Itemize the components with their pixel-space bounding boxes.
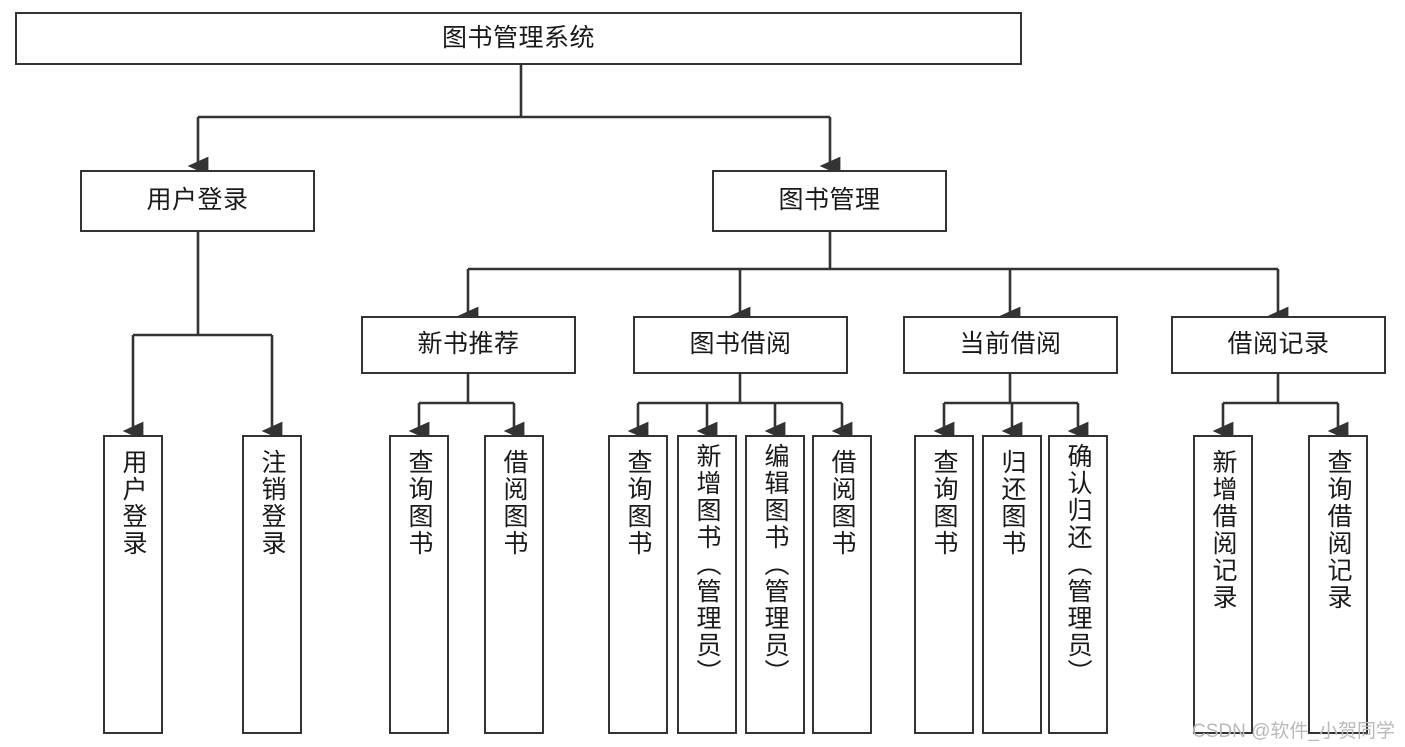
leaf-borrow-book-recommend[interactable]: 借阅图书 [484,435,544,734]
leaf-return-book-label: 归还图书 [998,449,1026,557]
leaf-borrow-book-borrow-label: 借阅图书 [828,449,856,557]
leaf-user-login[interactable]: 用户登录 [103,435,163,734]
leaf-query-book-recommend-label: 查询图书 [405,449,433,557]
node-current-borrow[interactable]: 当前借阅 [903,316,1118,374]
leaf-query-book-borrow[interactable]: 查询图书 [608,435,668,734]
leaf-query-book-current-label: 查询图书 [930,449,958,557]
leaf-edit-book-admin[interactable]: 编辑图书（管理员） [745,435,805,734]
leaf-add-borrow-record[interactable]: 新增借阅记录 [1193,435,1253,734]
node-book-manage[interactable]: 图书管理 [712,170,947,232]
leaf-query-book-current[interactable]: 查询图书 [914,435,974,734]
node-book-borrow-label: 图书借阅 [689,330,792,359]
leaf-confirm-return-admin[interactable]: 确认归还（管理员） [1048,435,1108,734]
leaf-edit-book-admin-label: 编辑图书（管理员） [761,443,789,686]
node-user-login-label: 用户登录 [146,186,249,215]
leaf-logout-label: 注销登录 [258,449,286,557]
leaf-query-book-borrow-label: 查询图书 [624,449,652,557]
node-book-borrow[interactable]: 图书借阅 [633,316,848,374]
leaf-borrow-book-recommend-label: 借阅图书 [500,449,528,557]
leaf-query-borrow-record-label: 查询借阅记录 [1324,449,1352,611]
node-borrow-record[interactable]: 借阅记录 [1171,316,1386,374]
leaf-add-book-admin[interactable]: 新增图书（管理员） [677,435,737,734]
node-new-book-recommend-label: 新书推荐 [417,330,520,359]
leaf-confirm-return-admin-label: 确认归还（管理员） [1064,443,1092,686]
leaf-query-borrow-record[interactable]: 查询借阅记录 [1308,435,1368,734]
leaf-query-book-recommend[interactable]: 查询图书 [389,435,449,734]
node-current-borrow-label: 当前借阅 [959,330,1062,359]
node-book-manage-label: 图书管理 [778,186,881,215]
node-user-login[interactable]: 用户登录 [80,170,315,232]
leaf-return-book[interactable]: 归还图书 [982,435,1042,734]
leaf-user-login-label: 用户登录 [119,449,147,557]
leaf-logout[interactable]: 注销登录 [242,435,302,734]
leaf-add-borrow-record-label: 新增借阅记录 [1209,449,1237,611]
csdn-watermark: CSDN @软件_小贺同学 [1192,721,1395,742]
leaf-borrow-book-borrow[interactable]: 借阅图书 [812,435,872,734]
node-root-system-label: 图书管理系统 [441,23,595,52]
node-root-system[interactable]: 图书管理系统 [15,12,1022,65]
node-borrow-record-label: 借阅记录 [1227,330,1330,359]
leaf-add-book-admin-label: 新增图书（管理员） [693,443,721,686]
node-new-book-recommend[interactable]: 新书推荐 [361,316,576,374]
